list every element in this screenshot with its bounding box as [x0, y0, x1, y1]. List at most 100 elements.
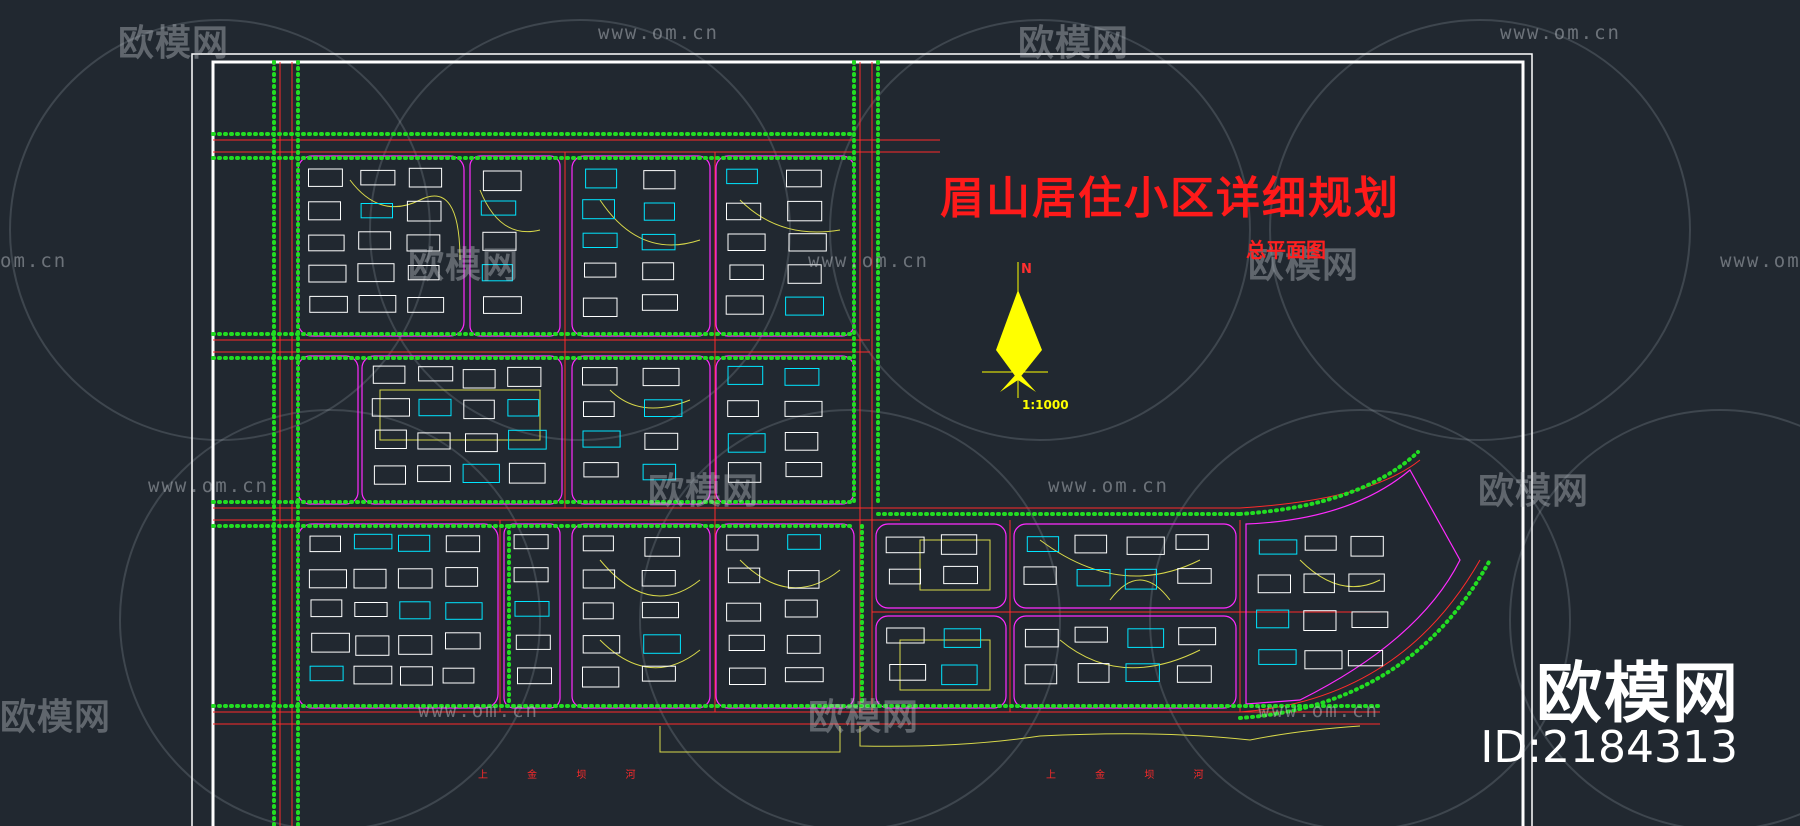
- building-footprint: [360, 203, 394, 219]
- building-footprint: [582, 666, 620, 688]
- building-footprint: [582, 602, 614, 620]
- building-footprint: [727, 462, 762, 483]
- watermark-logo: 欧模网: [118, 23, 230, 64]
- watermark-url: om.cn: [0, 250, 68, 272]
- building-footprint: [480, 200, 517, 216]
- building-footprint: [642, 367, 680, 387]
- building-footprint: [355, 635, 390, 656]
- building-footprint: [582, 535, 614, 552]
- building-footprint: [445, 567, 479, 587]
- building-footprint: [1024, 628, 1059, 648]
- watermark-logo: 欧模网: [1248, 245, 1360, 286]
- building-footprint: [1348, 573, 1385, 592]
- building-footprint: [309, 295, 348, 313]
- building-footprint: [507, 366, 542, 387]
- building-footprint: [582, 367, 618, 386]
- building-footprint: [418, 366, 454, 382]
- building-footprint: [889, 664, 927, 681]
- building-footprint: [582, 569, 616, 589]
- building-footprint: [1258, 649, 1297, 665]
- building-footprint: [445, 632, 481, 650]
- building-footprint: [941, 664, 978, 686]
- building-footprint: [641, 570, 676, 587]
- building-footprint: [583, 401, 615, 418]
- watermark-url: www.om.cn: [1048, 475, 1169, 497]
- building-footprint: [515, 634, 551, 650]
- watermark-url: www.om.cn: [148, 475, 269, 497]
- building-footprint: [462, 369, 496, 389]
- building-footprint: [1175, 534, 1209, 550]
- building-footprint: [584, 262, 617, 278]
- building-footprint: [1026, 536, 1060, 553]
- building-footprint: [641, 601, 680, 619]
- building-footprint: [407, 265, 440, 281]
- building-footprint: [465, 433, 498, 453]
- building-footprint: [788, 233, 827, 252]
- watermark-url: www.om.cn: [598, 22, 719, 44]
- building-footprint: [785, 296, 824, 316]
- building-footprint: [371, 398, 410, 417]
- building-footprint: [398, 635, 433, 655]
- building-footprint: [1351, 611, 1389, 629]
- building-footprint: [309, 665, 344, 682]
- building-footprint: [886, 627, 925, 644]
- building-footprint: [1023, 566, 1057, 585]
- building-footprint: [726, 168, 758, 185]
- building-footprint: [514, 601, 550, 617]
- watermark-url: www.om.cn: [1720, 250, 1800, 272]
- building-footprint: [358, 295, 397, 313]
- watermark-url: www.om.cn: [808, 250, 929, 272]
- building-footprint: [1077, 663, 1110, 683]
- building-footprint: [726, 202, 762, 221]
- building-footprint: [1178, 627, 1217, 646]
- building-footprint: [462, 463, 500, 483]
- building-footprint: [644, 399, 683, 417]
- plan-title: 眉山居住小区详细规划: [940, 173, 1400, 224]
- building-footprint: [642, 262, 675, 281]
- building-footprint: [787, 534, 821, 550]
- river-label-west: 上 金 坝 河: [478, 770, 654, 781]
- building-footprint: [1347, 650, 1384, 667]
- building-footprint: [727, 233, 766, 251]
- brand-logo-text: 欧模网: [1536, 655, 1740, 732]
- building-footprint: [785, 462, 823, 478]
- building-footprint: [482, 231, 517, 251]
- building-footprint: [508, 462, 546, 484]
- building-footprint: [311, 632, 350, 653]
- watermark-logo: 欧模网: [1018, 23, 1130, 64]
- building-footprint: [644, 432, 679, 450]
- riverbank: [659, 725, 1361, 753]
- building-footprint: [1350, 535, 1384, 557]
- building-footprint: [727, 400, 759, 418]
- building-footprint: [418, 398, 452, 417]
- building-footprint: [1257, 574, 1291, 594]
- watermark-url: www.om.cn: [1258, 700, 1379, 722]
- building-footprint: [358, 231, 392, 250]
- building-footprint: [1303, 573, 1335, 594]
- building-footprint: [463, 399, 495, 420]
- building-footprint: [727, 433, 766, 453]
- building-footprint: [787, 264, 822, 284]
- building-footprint: [725, 295, 764, 315]
- building-footprint: [787, 570, 820, 589]
- building-footprint: [585, 168, 618, 189]
- building-footprint: [399, 601, 431, 620]
- building-footprint: [357, 263, 395, 283]
- building-footprint: [1074, 534, 1108, 554]
- building-footprint: [372, 365, 406, 384]
- building-footprint: [786, 169, 822, 188]
- building-footprint: [642, 463, 677, 481]
- watermark-logo: 欧模网: [408, 245, 520, 286]
- building-footprint: [308, 569, 347, 589]
- watermark-logo: 欧模网: [0, 697, 112, 738]
- building-footprint: [784, 368, 820, 386]
- building-footprint: [728, 634, 765, 651]
- building-footprint: [786, 634, 821, 654]
- building-footprint: [1076, 569, 1111, 587]
- building-footprint: [943, 628, 982, 648]
- building-footprint: [943, 565, 979, 585]
- building-footprint: [513, 567, 549, 583]
- building-footprint: [507, 399, 540, 417]
- north-label: N: [1021, 262, 1032, 277]
